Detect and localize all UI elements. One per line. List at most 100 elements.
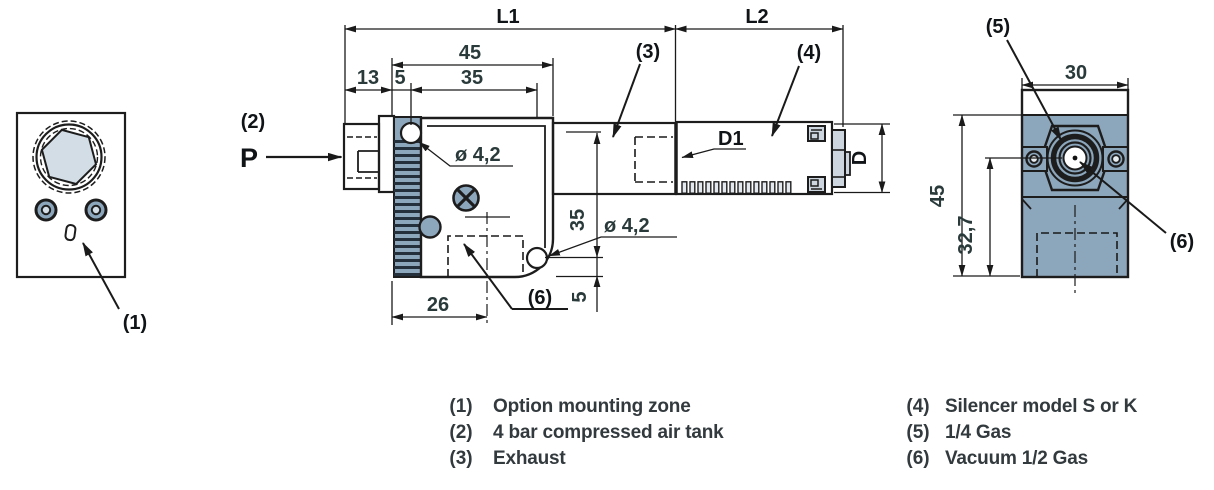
callout-1-leader: [82, 242, 120, 310]
legend-row: (3) Exhaust: [449, 448, 566, 469]
svg-text:5: 5: [394, 67, 405, 89]
legend-text-1: Option mounting zone: [493, 396, 691, 417]
dim-35: 35: [410, 67, 538, 94]
dim-v5: 5: [569, 257, 601, 312]
dim-32-7: 32,7: [955, 157, 994, 277]
svg-text:(2): (2): [241, 111, 265, 133]
callout-6-right: (6): [1079, 161, 1194, 253]
phillips-screw: [452, 184, 480, 212]
svg-text:35: 35: [461, 67, 483, 89]
callout-5: (5): [986, 16, 1062, 141]
legend-row: (4) Silencer model S or K: [906, 396, 1137, 417]
dim-45: 45: [391, 42, 554, 69]
callout-6-front: (6): [463, 243, 568, 310]
extension-lines: [344, 25, 890, 325]
svg-text:ø 4,2: ø 4,2: [455, 144, 501, 166]
right-view: 30 45 32,7 (5) (6): [927, 16, 1194, 296]
dim-D1: D1: [681, 128, 746, 159]
legend-text-2: 4 bar compressed air tank: [493, 422, 724, 443]
pilot-hole: [418, 215, 442, 239]
legend-num-3: (3): [449, 448, 472, 469]
svg-text:(6): (6): [528, 287, 552, 309]
vacuum-port-zone-dashed: [447, 235, 524, 277]
dim-5: 5: [392, 67, 411, 91]
silencer-vent-slots: [681, 181, 793, 194]
svg-text:45: 45: [927, 185, 949, 207]
left-view: (1): [15, 111, 147, 334]
silencer-end-cap: [831, 129, 851, 188]
front-view: L1 L2 45 13 5 35 ø 4,2 ø 4,2: [240, 6, 890, 326]
svg-text:(6): (6): [1170, 231, 1194, 253]
inlet-flange: [377, 114, 396, 194]
svg-text:13: 13: [357, 67, 379, 89]
svg-text:32,7: 32,7: [955, 216, 977, 255]
legend-num-4: (4): [906, 396, 929, 417]
port-thread-dashed-circle: [32, 120, 106, 194]
right-vacuum-zone-dashed: [1036, 232, 1118, 277]
svg-text:(5): (5): [986, 16, 1010, 38]
legend-text-6: Vacuum 1/2 Gas: [945, 448, 1088, 469]
air-inlet-stub: [342, 122, 381, 191]
legend-row: (2) 4 bar compressed air tank: [449, 422, 724, 443]
callout-5-leader: [1006, 39, 1062, 141]
left-view-body: [15, 111, 127, 279]
dim-30: 30: [1021, 62, 1129, 89]
callout-2: (2) P: [240, 111, 342, 173]
legend-num-1: (1): [449, 396, 472, 417]
svg-text:L1: L1: [496, 6, 519, 28]
svg-text:35: 35: [567, 209, 589, 231]
callout-4-leader: [771, 65, 800, 137]
legend-text-3: Exhaust: [493, 448, 566, 469]
legend-text-4: Silencer model S or K: [945, 396, 1138, 417]
right-view-outline: [1020, 88, 1130, 279]
mounting-port-left: [34, 198, 58, 222]
legend-row: (6) Vacuum 1/2 Gas: [906, 448, 1088, 469]
callout-6-front-leader: [463, 243, 513, 310]
svg-text:30: 30: [1065, 62, 1087, 84]
dim-45-right: 45: [927, 114, 966, 277]
mounting-slot: [64, 224, 77, 242]
port-P-label: P: [240, 143, 258, 173]
mounting-hole-top: [399, 121, 423, 145]
dim-hole-top: ø 4,2: [418, 141, 513, 167]
svg-text:D: D: [849, 151, 871, 165]
silencer-vent-square-bottom: [807, 176, 826, 193]
side-port-left: [1021, 146, 1048, 172]
callout-3: (3): [612, 41, 660, 138]
legend-num-5: (5): [906, 422, 929, 443]
svg-text:5: 5: [569, 291, 591, 302]
callout-1-label: (1): [123, 312, 147, 334]
legend: (1) Option mounting zone (2) 4 bar compr…: [449, 396, 1137, 469]
svg-text:D1: D1: [718, 128, 744, 150]
legend-num-2: (2): [449, 422, 472, 443]
callout-4: (4): [771, 42, 821, 137]
dim-L2: L2: [675, 6, 844, 33]
port-inner-dashed-circle: [39, 127, 99, 187]
dim-hole-bottom: ø 4,2: [548, 215, 677, 257]
hex-socket: [40, 128, 98, 186]
legend-row: (1) Option mounting zone: [449, 396, 690, 417]
legend-row: (5) 1/4 Gas: [906, 422, 1011, 443]
svg-text:L2: L2: [745, 6, 768, 28]
dim-v35: 35: [567, 132, 601, 258]
side-port-right: [1102, 146, 1129, 172]
dim-L1: L1: [344, 6, 676, 33]
mounting-hole-bottom: [525, 246, 549, 270]
callout-6-right-leader: [1079, 161, 1167, 234]
legend-text-5: 1/4 Gas: [945, 422, 1011, 443]
chamfer-left: [1021, 198, 1032, 210]
svg-text:ø 4,2: ø 4,2: [604, 215, 650, 237]
dim-D: D: [849, 123, 886, 193]
svg-text:(4): (4): [797, 42, 821, 64]
svg-text:26: 26: [427, 294, 449, 316]
dim-13: 13: [344, 67, 393, 94]
silencer-vent-square-top: [807, 125, 826, 142]
fins-strip: [393, 116, 422, 278]
callout-3-leader: [612, 63, 641, 138]
tube-hidden-bore: [634, 136, 673, 183]
legend-num-6: (6): [906, 448, 929, 469]
plate-inner-outline: [427, 125, 546, 248]
svg-text:45: 45: [459, 42, 481, 64]
mounting-port-right: [84, 198, 108, 222]
